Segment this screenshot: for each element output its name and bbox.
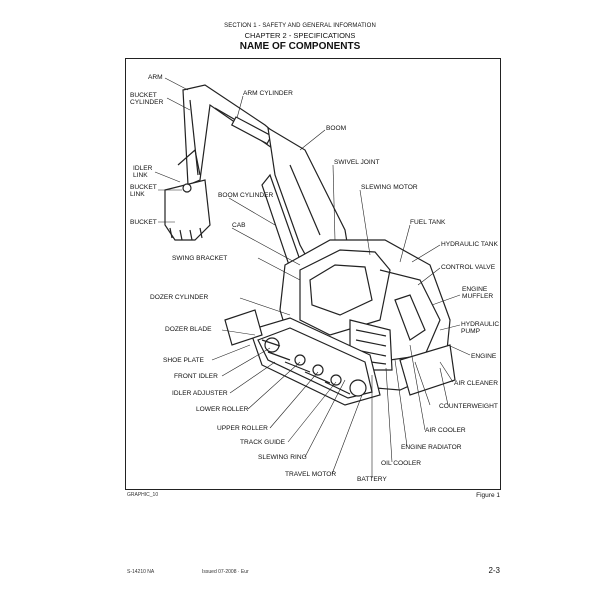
bucket-drawing (164, 148, 211, 241)
label-dozer-cylinder: DOZER CYLINDER (150, 294, 208, 301)
label-air-cooler: AIR COOLER (425, 427, 466, 434)
label-engine: ENGINE (471, 353, 497, 360)
section-heading: SECTION 1 - SAFETY AND GENERAL INFORMATI… (224, 23, 376, 29)
label-fuel-tank: FUEL TANK (410, 219, 446, 226)
label-boom-cylinder: BOOM CYLINDER (218, 192, 274, 199)
label-travel-motor: TRAVEL MOTOR (285, 471, 336, 478)
label-slewing-ring: SLEWING RING (258, 454, 307, 461)
label-battery: BATTERY (357, 476, 387, 483)
issue-date: Issued 07-2008 · Eur (202, 569, 249, 575)
label-arm-cylinder: ARM CYLINDER (243, 90, 293, 97)
label-arm: ARM (148, 74, 163, 81)
document-code: S-14210 NA (127, 569, 155, 575)
label-shoe-plate: SHOE PLATE (163, 357, 205, 364)
label-bucket: BUCKET (130, 219, 157, 226)
label-swing-bracket: SWING BRACKET (172, 255, 227, 262)
label-front-idler: FRONT IDLER (174, 373, 218, 380)
page-number: 2-3 (488, 566, 500, 575)
label-cab: CAB (232, 222, 246, 229)
graphic-reference: GRAPHIC_10 (127, 492, 159, 498)
label-track-guide: TRACK GUIDE (240, 439, 286, 446)
label-boom: BOOM (326, 125, 346, 132)
label-oil-cooler: OIL COOLER (381, 460, 421, 467)
label-counterweight: COUNTERWEIGHT (439, 403, 498, 410)
label-idler-adjuster: IDLER ADJUSTER (172, 390, 228, 397)
label-swivel-joint: SWIVEL JOINT (334, 159, 380, 166)
label-dozer-blade: DOZER BLADE (165, 326, 212, 333)
figure-caption: Figure 1 (476, 492, 500, 499)
label-upper-roller: UPPER ROLLER (217, 425, 268, 432)
label-slewing-motor: SLEWING MOTOR (361, 184, 418, 191)
page-title: NAME OF COMPONENTS (239, 41, 361, 52)
leader-lines (154, 77, 471, 478)
label-lower-roller: LOWER ROLLER (196, 406, 249, 413)
label-control-valve: CONTROL VALVE (441, 264, 496, 271)
label-engine-radiator: ENGINE RADIATOR (401, 444, 462, 451)
label-air-cleaner: AIR CLEANER (454, 380, 498, 387)
label-hydraulic-tank: HYDRAULIC TANK (441, 241, 499, 248)
arm-drawing (182, 84, 303, 186)
figure-frame (125, 58, 501, 490)
chapter-heading: CHAPTER 2 - SPECIFICATIONS (244, 31, 356, 40)
